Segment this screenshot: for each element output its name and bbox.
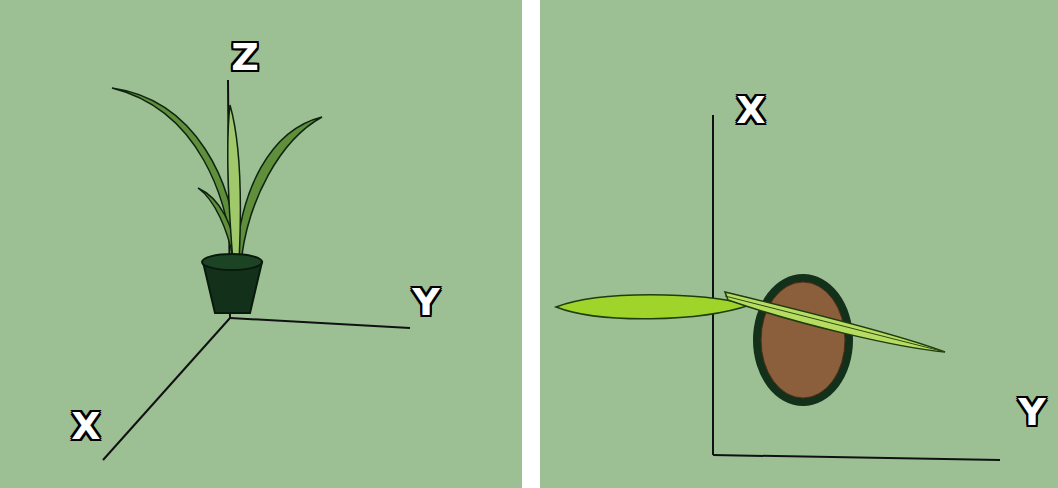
axis-label: X	[736, 91, 765, 129]
plant-pot	[202, 254, 262, 313]
right-panel	[540, 0, 1058, 488]
axis-label: X	[71, 407, 100, 445]
axis-label: Y	[1018, 393, 1046, 431]
left-panel	[0, 0, 522, 488]
axes-2d	[713, 115, 1000, 460]
pot-top-view	[753, 274, 853, 406]
axis-label: Y	[412, 283, 440, 321]
axes-3d	[103, 80, 410, 460]
axis-label: Z	[231, 38, 259, 76]
plant-leaves	[112, 88, 322, 262]
leaves-top-view	[556, 292, 945, 352]
